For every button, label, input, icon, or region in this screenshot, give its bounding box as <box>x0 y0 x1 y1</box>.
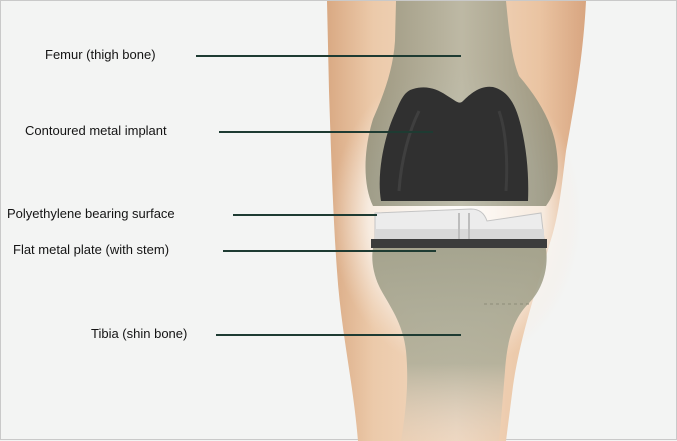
implant-label: Contoured metal implant <box>25 123 167 139</box>
plate-label: Flat metal plate (with stem) <box>13 242 169 258</box>
polyethylene-label: Polyethylene bearing surface <box>7 206 175 222</box>
tibia-label: Tibia (shin bone) <box>91 326 187 342</box>
femur-label: Femur (thigh bone) <box>45 47 156 63</box>
metal-plate <box>371 239 547 248</box>
